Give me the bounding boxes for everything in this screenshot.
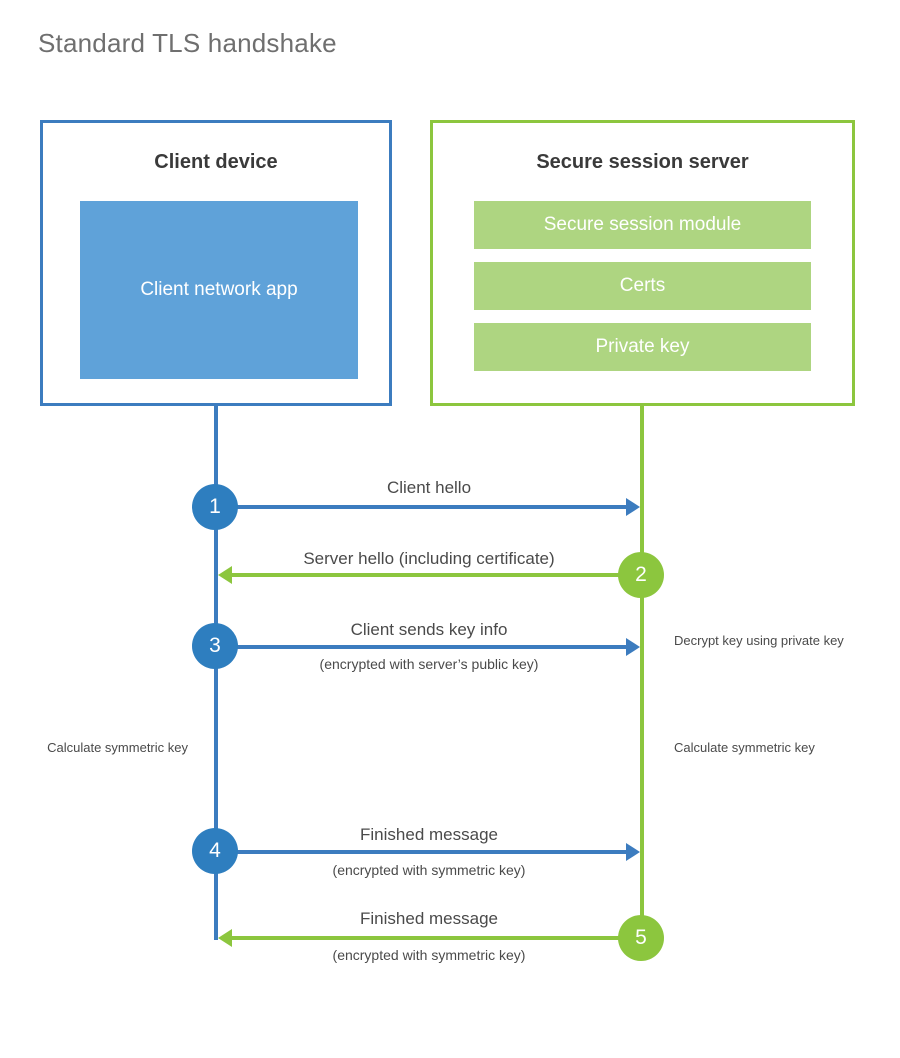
annotation-server-decrypt-key: Decrypt key using private key (674, 633, 844, 648)
arrow-head-left-icon (218, 566, 232, 584)
client-network-app-block: Client network app (80, 201, 358, 379)
step-3-sub-label: (encrypted with server’s public key) (319, 656, 539, 672)
step-5-main-label: Finished message (360, 909, 498, 928)
client-device-title: Client device (154, 151, 278, 173)
step-2-circle[interactable]: 2 (618, 552, 664, 598)
server-lifeline (640, 406, 644, 940)
server-component-private-key: Private key (474, 323, 811, 371)
server-components-list: Secure session module Certs Private key (474, 201, 811, 371)
step-5-number: 5 (635, 926, 647, 949)
step-5-circle[interactable]: 5 (618, 915, 664, 961)
step-1-number: 1 (209, 495, 221, 518)
step-2-arrow (218, 566, 641, 584)
client-device-box: Client device Client network app (40, 120, 392, 406)
arrow-head-right-icon (626, 638, 640, 656)
step-4-circle[interactable]: 4 (192, 828, 238, 874)
arrow-head-right-icon (626, 498, 640, 516)
annotation-client-calculate-symmetric-key: Calculate symmetric key (47, 740, 188, 755)
step-3-number: 3 (209, 634, 221, 657)
client-lifeline (214, 406, 218, 940)
annotation-server-calculate-symmetric-key: Calculate symmetric key (674, 740, 815, 755)
step-3-circle[interactable]: 3 (192, 623, 238, 669)
step-1-circle[interactable]: 1 (192, 484, 238, 530)
server-component-secure-session-module: Secure session module (474, 201, 811, 249)
step-4-sub-label: (encrypted with symmetric key) (332, 862, 526, 878)
step-1-main-label: Client hello (386, 478, 472, 497)
secure-session-server-box: Secure session server Secure session mod… (430, 120, 855, 406)
step-2-main-label: Server hello (including certificate) (303, 549, 555, 568)
secure-session-server-title: Secure session server (536, 151, 749, 173)
step-4-number: 4 (209, 839, 221, 862)
arrow-head-left-icon (218, 929, 232, 947)
step-3-main-label: Client sends key info (350, 620, 508, 639)
step-1-arrow (217, 498, 640, 516)
page-title: Standard TLS handshake (38, 28, 337, 58)
server-component-certs: Certs (474, 262, 811, 310)
step-5-sub-label: (encrypted with symmetric key) (332, 947, 526, 963)
step-3-arrow (217, 638, 640, 656)
arrow-head-right-icon (626, 843, 640, 861)
step-2-number: 2 (635, 563, 647, 586)
step-5-arrow (218, 929, 641, 947)
step-4-main-label: Finished message (360, 825, 498, 844)
step-4-arrow (217, 843, 640, 861)
